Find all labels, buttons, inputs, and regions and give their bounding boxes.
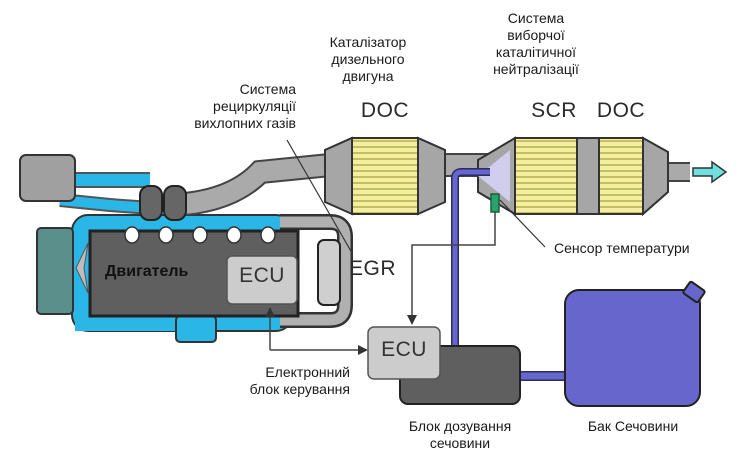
temperature-sensor	[490, 193, 500, 213]
scr-short-label: SCR	[531, 99, 577, 122]
urea-tank	[564, 280, 706, 407]
fan-icon	[75, 242, 89, 294]
intercooler	[19, 154, 76, 202]
engine-block	[88, 226, 300, 318]
doc2-catalyst	[598, 136, 669, 217]
ecu-unit	[367, 326, 441, 380]
egr-loop	[280, 214, 353, 328]
engine-cylinders	[124, 226, 276, 244]
temperature-sensor-label: Сенсор температури	[554, 240, 690, 256]
leader-lines	[286, 139, 546, 254]
engine-ecu-box	[226, 255, 298, 305]
doc-catalyst	[324, 136, 446, 216]
doc-catalyst-label: Каталізатор дизельного двигуна	[329, 34, 407, 84]
ecu-description-label: Електронний блок керування	[249, 364, 350, 397]
engine-ecu-label: ECU	[239, 264, 285, 287]
urea-tank-label: Бак Сечовини	[587, 418, 679, 434]
ecu-unit-label: ECU	[381, 338, 427, 361]
egr-valve	[317, 239, 341, 306]
exhaust-outlet-arrow-icon	[692, 160, 728, 184]
egr-short-label: EGR	[349, 257, 397, 280]
turbocharger	[139, 185, 187, 221]
signal-wires	[265, 212, 496, 355]
urea-line	[451, 168, 572, 381]
doc-short-label: DOC	[360, 99, 410, 122]
doc2-short-label: DOC	[596, 99, 646, 122]
radiator	[36, 227, 74, 315]
engine-label: Двигатель	[105, 263, 189, 280]
dosing-unit-label: Блок дозування сечовини	[408, 418, 512, 451]
scr-system-label: Система виборчої каталітичної нейтраліза…	[493, 10, 579, 77]
egr-system-label: Система рециркуляції вихлопних газів	[194, 81, 296, 131]
scr-catalyst	[477, 136, 600, 216]
